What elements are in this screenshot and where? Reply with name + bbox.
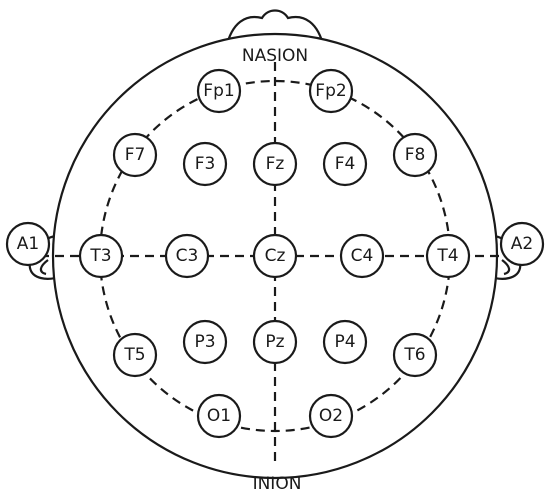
electrode-fp2-label: Fp2 [315, 81, 346, 101]
electrode-f8-circle [392, 132, 438, 178]
electrode-c3-circle [164, 233, 210, 279]
electrode-fp2: Fp2 [308, 68, 354, 114]
electrode-pz-label: Pz [265, 332, 284, 352]
electrode-f7: F7 [112, 132, 158, 178]
electrode-a2-circle [499, 221, 545, 267]
electrode-o1-label: O1 [207, 406, 231, 426]
electrode-f3-circle [182, 141, 228, 187]
electrode-p3: P3 [182, 319, 228, 365]
electrode-c4-circle [339, 233, 385, 279]
electrode-f7-circle [112, 132, 158, 178]
electrode-t4-circle [425, 233, 471, 279]
electrode-t5-label: T5 [123, 345, 145, 365]
electrode-c3-label: C3 [176, 246, 199, 266]
electrode-p4-label: P4 [334, 332, 355, 352]
electrode-f4: F4 [322, 141, 368, 187]
electrode-cz: Cz [252, 233, 298, 279]
electrode-f3: F3 [182, 141, 228, 187]
electrode-o2-circle [308, 393, 354, 439]
electrode-c3: C3 [164, 233, 210, 279]
electrode-f8: F8 [392, 132, 438, 178]
right-ear-inner [501, 259, 511, 276]
electrode-p3-label: P3 [194, 332, 215, 352]
electrode-t6-circle [392, 332, 438, 378]
electrode-f4-label: F4 [335, 154, 356, 174]
electrode-f4-circle [322, 141, 368, 187]
electrode-p4-circle [322, 319, 368, 365]
electrode-t5: T5 [112, 332, 158, 378]
electrode-t6-label: T6 [403, 345, 425, 365]
electrode-a2-label: A2 [511, 234, 533, 254]
electrode-fz-label: Fz [266, 154, 285, 174]
electrode-t4: T4 [425, 233, 471, 279]
electrode-t4-label: T4 [436, 246, 458, 266]
electrode-c4: C4 [339, 233, 385, 279]
electrode-a1-label: A1 [17, 234, 39, 254]
electrode-f8-label: F8 [405, 145, 426, 165]
electrode-fp1-label: Fp1 [203, 81, 234, 101]
electrode-pz: Pz [252, 319, 298, 365]
electrode-cz-circle [252, 233, 298, 279]
nasion-label: NASION [242, 46, 308, 66]
electrode-t3-label: T3 [89, 246, 111, 266]
electrode-o1: O1 [196, 393, 242, 439]
electrode-a1-circle [5, 221, 51, 267]
electrode-p4: P4 [322, 319, 368, 365]
electrode-o1-circle [196, 393, 242, 439]
electrode-fp1: Fp1 [196, 68, 242, 114]
left-ear-inner [39, 259, 49, 276]
electrode-fz: Fz [252, 141, 298, 187]
electrode-t6: T6 [392, 332, 438, 378]
inion-label: INION [253, 474, 302, 494]
electrode-pz-circle [252, 319, 298, 365]
electrode-o2: O2 [308, 393, 354, 439]
electrode-f3-label: F3 [195, 154, 216, 174]
electrode-t3-circle [78, 233, 124, 279]
electrode-t3: T3 [78, 233, 124, 279]
electrode-o2-label: O2 [319, 406, 343, 426]
electrode-fp2-circle [308, 68, 354, 114]
electrode-p3-circle [182, 319, 228, 365]
electrode-a1: A1 [5, 221, 51, 267]
electrode-t5-circle [112, 332, 158, 378]
electrode-cz-label: Cz [265, 246, 286, 266]
electrode-f7-label: F7 [125, 145, 146, 165]
electrode-c4-label: C4 [351, 246, 374, 266]
electrode-a2: A2 [499, 221, 545, 267]
electrode-fp1-circle [196, 68, 242, 114]
electrode-fz-circle [252, 141, 298, 187]
